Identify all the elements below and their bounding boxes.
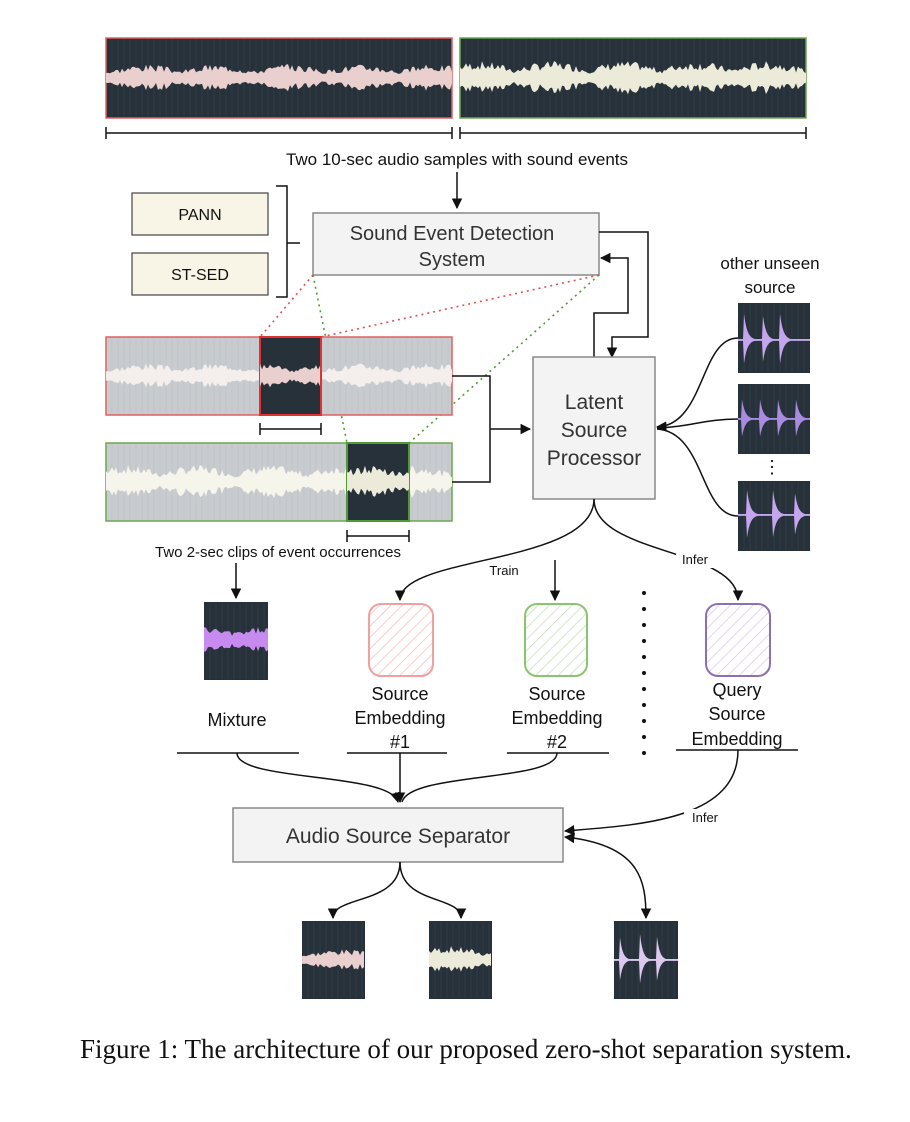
unseen-label-line2: source: [744, 278, 795, 297]
clip-length-bracket-1: [259, 423, 322, 435]
sed-label-line1: Sound Event Detection: [350, 223, 555, 245]
query-embedding-icon: [705, 603, 771, 677]
figure-caption: Figure 1: The architecture of our propos…: [80, 1034, 852, 1064]
unseen-source-2: [738, 384, 810, 454]
sample-length-bracket-1: [105, 127, 453, 139]
unseen-ellipsis: ⋮: [763, 457, 781, 477]
lsp-line3: Processor: [547, 447, 642, 470]
emb1-line1: Source: [371, 684, 428, 704]
pann-label: PANN: [178, 207, 221, 224]
infer-edge-label-bottom: Infer: [692, 810, 719, 825]
connector-clips-to-lsp: [452, 375, 530, 483]
clip-strip-2: [105, 442, 453, 522]
separator-label: Audio Source Separator: [286, 825, 510, 848]
audio-sample-2: [459, 37, 807, 119]
sample-length-bracket-2: [459, 127, 807, 139]
unseen-label-line1: other unseen: [720, 254, 819, 273]
mixture-waveform: [204, 602, 268, 680]
mixture-label: Mixture: [207, 710, 266, 730]
emb1-line3: #1: [390, 732, 410, 752]
unseen-source-1: [738, 303, 810, 373]
audio-source-separator-box: Audio Source Separator: [232, 807, 564, 863]
pann-box: PANN: [131, 192, 269, 236]
clip-length-bracket-2: [346, 530, 410, 542]
unseen-source-3: [738, 481, 810, 551]
latent-source-processor-box: Latent Source Processor: [532, 356, 656, 500]
emb2-line2: Embedding: [511, 708, 602, 728]
clip-strip-1: [105, 336, 453, 416]
emb2-line3: #2: [547, 732, 567, 752]
source-embedding-1-icon: [368, 603, 434, 677]
emb1-line2: Embedding: [354, 708, 445, 728]
model-brace: [276, 185, 300, 298]
output-waveform-1: [302, 921, 365, 999]
st-sed-label: ST-SED: [171, 267, 229, 284]
query-line1: Query: [712, 680, 761, 700]
output-waveform-3: [614, 921, 678, 999]
clips-caption: Two 2-sec clips of event occurrences: [155, 544, 401, 561]
emb2-line1: Source: [528, 684, 585, 704]
connector-lsp-to-embeddings: [394, 498, 744, 602]
output-waveform-2: [429, 921, 492, 999]
sed-system-box: Sound Event Detection System: [312, 212, 600, 276]
top-caption: Two 10-sec audio samples with sound even…: [286, 150, 628, 169]
infer-edge-label-top: Infer: [682, 552, 709, 567]
connector-unseen-to-lsp: [655, 337, 739, 517]
lsp-line1: Latent: [565, 391, 624, 414]
lsp-line2: Source: [561, 419, 628, 442]
audio-sample-1: [105, 37, 453, 119]
query-line2: Source: [708, 704, 765, 724]
train-edge-label: Train: [489, 563, 518, 578]
connector-sed-to-lsp: [599, 231, 649, 359]
sed-label-line2: System: [419, 249, 486, 271]
query-line3: Embedding: [691, 729, 782, 749]
source-embedding-2-icon: [524, 603, 588, 677]
connector-separator-outputs: [327, 832, 652, 920]
vertical-dots: [642, 591, 646, 755]
st-sed-box: ST-SED: [131, 252, 269, 296]
connector-to-separator: [236, 749, 739, 836]
connector-lsp-to-sed: [593, 252, 629, 357]
